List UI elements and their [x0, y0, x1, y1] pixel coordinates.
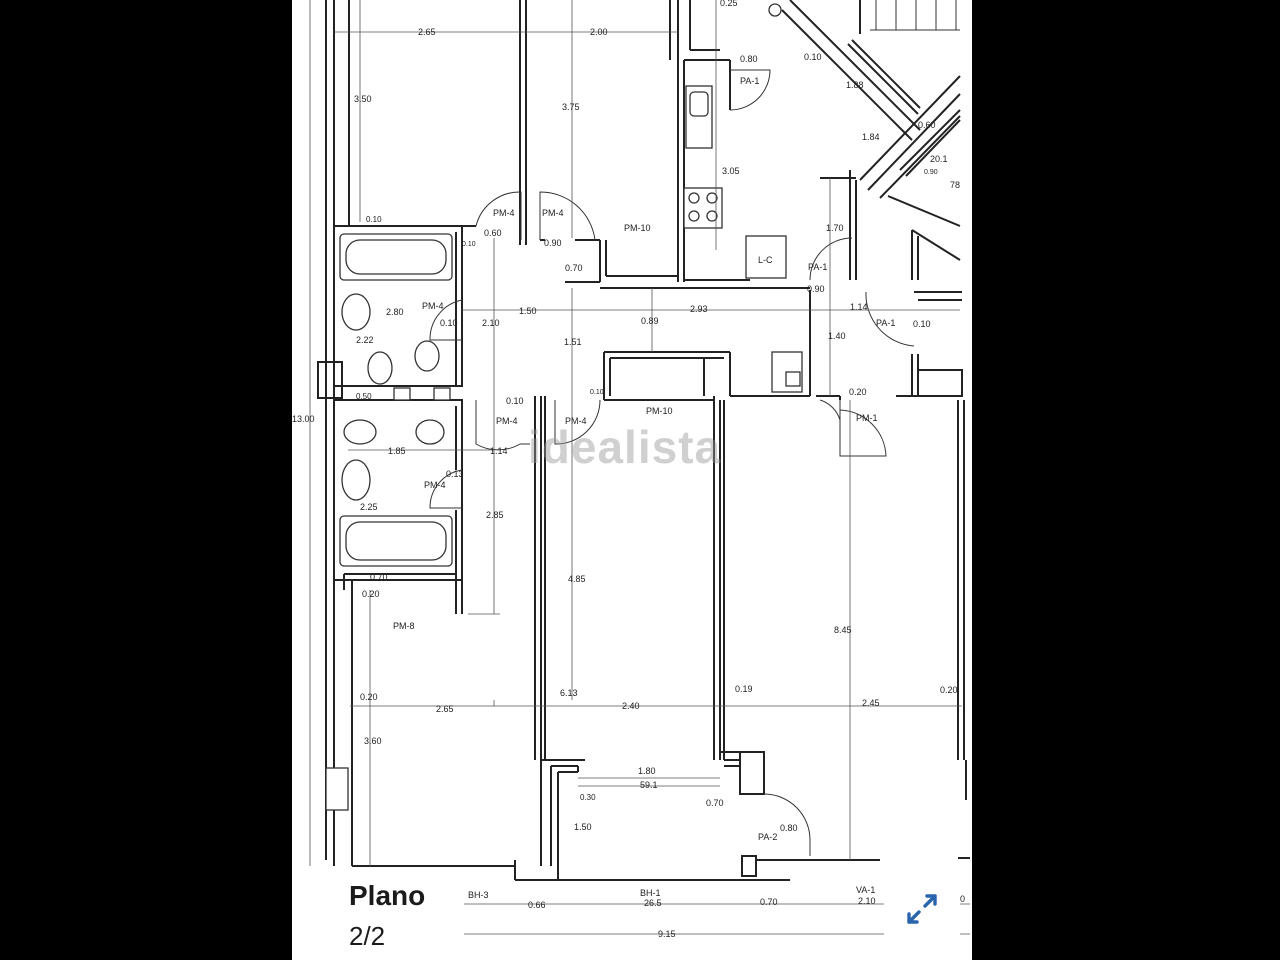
- walls: [317, 0, 970, 881]
- dim-label: 0.10: [804, 52, 822, 62]
- dim-label: 0.13: [446, 469, 464, 479]
- dim-label: 0.20: [849, 387, 867, 397]
- door-tag: PA-1: [740, 76, 759, 86]
- door-tag: PM-4: [496, 416, 518, 426]
- plan-labels: 2.65 2.00 0.25 0.80 0.10 PA-1 1.88 3.50 …: [292, 0, 965, 939]
- door-tag: PM-4: [542, 208, 564, 218]
- caption-page-counter: 2/2: [349, 921, 386, 951]
- expand-button[interactable]: [884, 876, 960, 942]
- door-tag: PM-4: [493, 208, 515, 218]
- floor-plan-sheet: [292, 0, 972, 960]
- dim-label: 3.75: [562, 102, 580, 112]
- window-tag: BH-1: [640, 888, 661, 898]
- dim-label: 1.40: [828, 331, 846, 341]
- dim-label: 2.22: [356, 335, 374, 345]
- dim-label: 1.84: [862, 132, 880, 142]
- dim-label: 0.70: [760, 897, 778, 907]
- dim-label: 4.85: [568, 574, 586, 584]
- floor-plan: 2.65 2.00 0.25 0.80 0.10 PA-1 1.88 3.50 …: [292, 0, 970, 939]
- dim-label: 20.1: [930, 154, 948, 164]
- dim-label: 0.10: [590, 389, 604, 396]
- dim-label: 0.90: [807, 284, 825, 294]
- dim-label: 1.50: [574, 822, 592, 832]
- dim-label: 1.80: [638, 766, 656, 776]
- door-tag: PM-4: [565, 416, 587, 426]
- dim-label: 2.25: [360, 502, 378, 512]
- dim-label: 0.70: [706, 798, 724, 808]
- dim-label: 0.80: [780, 823, 798, 833]
- dim-label: 0.10: [506, 396, 524, 406]
- dim-label: 0.70: [370, 572, 388, 582]
- dim-label: 8.45: [834, 625, 852, 635]
- dim-label: 0.10: [913, 319, 931, 329]
- dim-label: 0.90: [924, 169, 938, 176]
- dim-label: 0.20: [362, 589, 380, 599]
- door-tag: PM-1: [856, 413, 878, 423]
- dim-label: 13.00: [292, 414, 315, 424]
- dim-label: 0.70: [565, 263, 583, 273]
- dim-label: 2.80: [386, 307, 404, 317]
- dim-label: 1.50: [519, 306, 537, 316]
- dim-label: 0.20: [360, 692, 378, 702]
- dim-label: 0.60: [918, 120, 936, 130]
- dim-label: 0.10: [462, 241, 476, 248]
- dim-label: 26.5: [644, 898, 662, 908]
- dim-label: 0.30: [580, 793, 596, 802]
- dim-label: 1.70: [826, 223, 844, 233]
- dim-label: 2.65: [418, 27, 436, 37]
- dim-label: 0.19: [735, 684, 753, 694]
- dim-label: 1.51: [564, 337, 582, 347]
- door-tag: PA-1: [876, 318, 895, 328]
- door-tag: PM-4: [422, 301, 444, 311]
- dim-label: 0.89: [641, 316, 659, 326]
- dim-label: 3.60: [364, 736, 382, 746]
- doors: [429, 69, 915, 856]
- dim-label: 1.14: [850, 302, 868, 312]
- dim-label: 1.85: [388, 446, 406, 456]
- watermark: idealista: [528, 421, 722, 473]
- dim-label: 2.93: [690, 304, 708, 314]
- dim-label: 0.90: [544, 238, 562, 248]
- caption-title: Plano: [349, 880, 426, 911]
- dim-label: 3.50: [354, 94, 372, 104]
- expand-arrows-icon: [907, 894, 937, 924]
- room-tag: L-C: [758, 255, 773, 265]
- dim-label: 3.05: [722, 166, 740, 176]
- door-tag: PM-4: [424, 480, 446, 490]
- door-tag: PM-10: [624, 223, 651, 233]
- dim-label: 0.50: [356, 392, 372, 401]
- dim-label: 0.10: [366, 215, 382, 224]
- caption-panel: [292, 872, 464, 960]
- dim-label: 2.10: [858, 896, 876, 906]
- dim-label: 1.14: [490, 446, 508, 456]
- door-tag: PA-1: [808, 262, 827, 272]
- door-tag: PM-8: [393, 621, 415, 631]
- dim-label: 0.20: [940, 685, 958, 695]
- door-tag: PM-10: [646, 406, 673, 416]
- window-tag: BH-3: [468, 890, 489, 900]
- dim-label: 6.13: [560, 688, 578, 698]
- dim-label: 9.15: [658, 929, 676, 939]
- dim-label: 2.45: [862, 698, 880, 708]
- door-tag: PA-2: [758, 832, 777, 842]
- dim-label: 59.1: [640, 780, 658, 790]
- dim-label: 2.00: [590, 27, 608, 37]
- dim-label: 0.25: [720, 0, 738, 8]
- dim-label: 0.60: [484, 228, 502, 238]
- dim-label: 0.80: [740, 54, 758, 64]
- dim-label: 1.88: [846, 80, 864, 90]
- window-tag: VA-1: [856, 885, 875, 895]
- fixtures: [325, 3, 803, 811]
- dim-label: 78: [950, 180, 960, 190]
- dim-label: 2.65: [436, 704, 454, 714]
- dim-label: 0.66: [528, 900, 546, 910]
- dim-label: 2.85: [486, 510, 504, 520]
- dim-label: 2.40: [622, 701, 640, 711]
- dim-label: 2.10: [482, 318, 500, 328]
- dim-label: 0: [960, 894, 965, 904]
- dim-label: 0.10: [440, 318, 458, 328]
